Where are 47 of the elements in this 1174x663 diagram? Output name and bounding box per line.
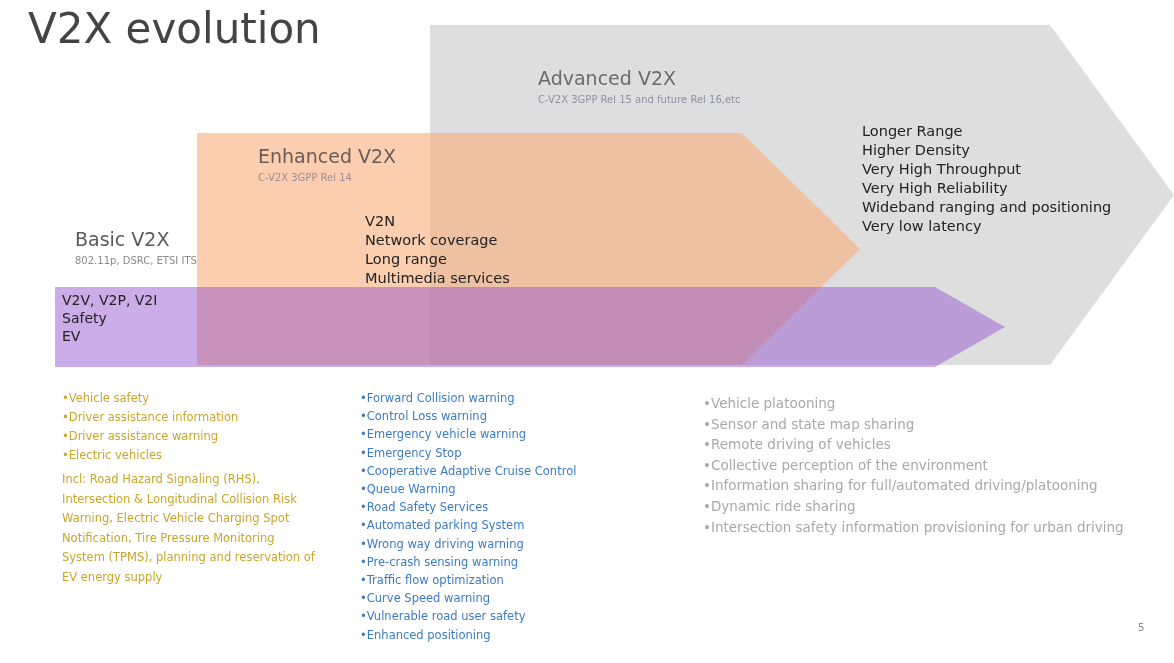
bullet-item: •Forward Collision warning — [360, 391, 515, 405]
slide-title: V2X evolution — [28, 4, 321, 53]
bullet-item: •Intersection safety information provisioning for urban driving — [703, 518, 1124, 535]
feature-text: Long range — [365, 251, 447, 267]
stage-heading: Basic V2X — [75, 228, 170, 250]
bullet-item: •Remote driving of vehicles — [703, 436, 891, 453]
bullet-item: •Cooperative Adaptive Cruise Control — [360, 463, 577, 478]
bullet-item: •Road Safety Services — [360, 500, 489, 515]
stage-subtitle: C-V2X 3GPP Rel 14 — [258, 172, 352, 183]
bullet-item: •Driver assistance warning — [62, 429, 218, 443]
bullet-item: •Sensor and state map sharing — [703, 415, 915, 432]
feature-text: Longer Range — [862, 123, 963, 139]
bullet-item: •Collective perception of the environment — [703, 456, 988, 473]
feature-text: V2N — [365, 213, 395, 229]
bullet-item: •Electric vehicles — [62, 448, 162, 462]
bullet-item: •Wrong way driving warning — [360, 536, 524, 551]
bullet-item: •Driver assistance information — [62, 410, 239, 424]
stage-heading: Enhanced V2X — [258, 145, 397, 167]
stage-heading: Advanced V2X — [538, 67, 676, 89]
feature-text: V2V, V2P, V2I — [62, 292, 158, 308]
feature-text: Wideband ranging and positioning — [862, 199, 1112, 215]
bullet-item: •Control Loss warning — [360, 409, 487, 424]
feature-text: Very High Throughput — [862, 161, 1022, 177]
bullet-item: •Vulnerable road user safety — [360, 609, 526, 624]
feature-text: Higher Density — [862, 142, 970, 158]
stage-subtitle: C-V2X 3GPP Rel 15 and future Rel 16,etc — [538, 94, 741, 105]
bullet-item: •Pre-crash sensing warning — [360, 554, 519, 569]
bullet-item: •Information sharing for full/automated driving/platooning — [703, 477, 1098, 494]
feature-text: Multimedia services — [365, 270, 510, 286]
feature-text: Very low latency — [862, 218, 982, 234]
feature-text: Very High Reliability — [862, 180, 1008, 196]
bullet-item: •Enhanced positioning — [360, 627, 491, 642]
feature-text: Safety — [62, 310, 107, 326]
bullet-item: •Dynamic ride sharing — [703, 498, 856, 514]
feature-text: Network coverage — [365, 232, 498, 248]
feature-text: EV — [62, 328, 81, 344]
stage-subtitle: 802.11p, DSRC, ETSI ITS — [75, 255, 197, 266]
bullet-item: •Vehicle safety — [62, 391, 150, 405]
note-text: Incl: Road Hazard Signaling (RHS), Intersection & Longitudinal Collision Risk Warning, Electric Vehicle Charging Spot Notification, Tire Pressure Monitoring System (TPMS), planning and reservation of EV energy supply — [62, 471, 316, 586]
bullet-item: •Automated parking System — [360, 518, 525, 533]
bullet-item: •Curve Speed warning — [360, 591, 491, 606]
page-number: 5 — [1138, 622, 1145, 633]
bullet-item: •Emergency vehicle warning — [360, 427, 526, 442]
bullet-item: •Emergency Stop — [360, 445, 462, 460]
bullet-item: •Vehicle platooning — [703, 395, 836, 411]
bullet-item: •Traffic flow optimization — [360, 573, 504, 587]
bullet-item: •Queue Warning — [360, 482, 456, 496]
